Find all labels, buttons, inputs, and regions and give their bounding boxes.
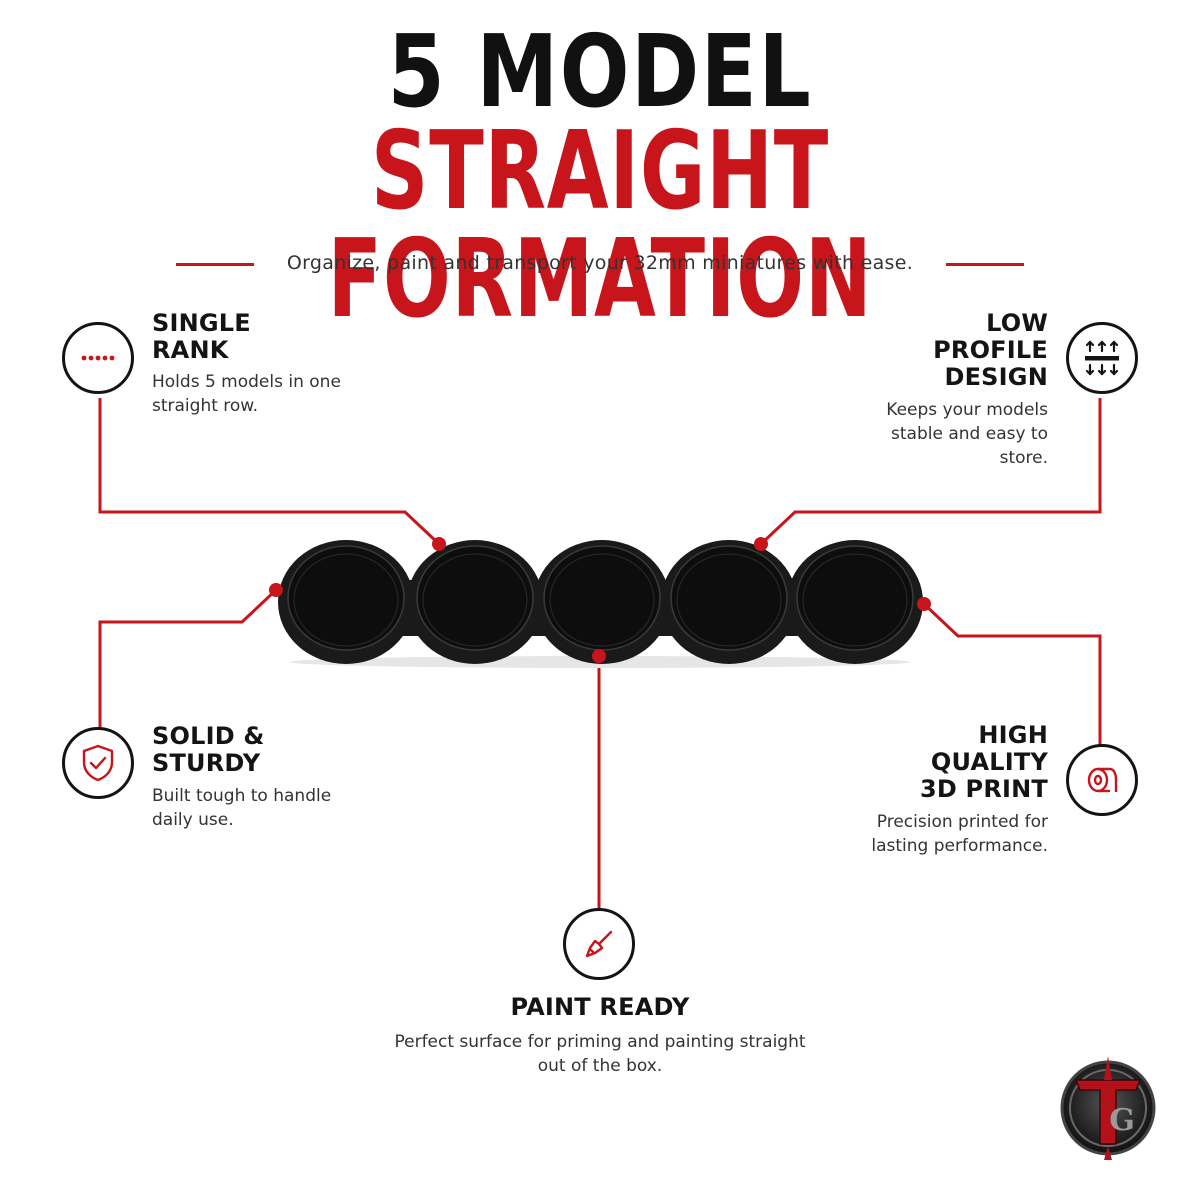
filament-spool-icon	[1066, 744, 1138, 816]
subtitle-left-rule	[176, 263, 254, 266]
dotted-line-icon	[62, 322, 134, 394]
tray-slot-2	[416, 545, 534, 651]
tray-slot-5	[796, 545, 914, 651]
low-profile-desc: Keeps your models stable and easy to sto…	[886, 400, 1048, 468]
solid-sturdy-desc: Built tough to handle daily use.	[152, 786, 332, 830]
connector-solid-sturdy	[98, 588, 278, 730]
connector-low-profile	[759, 398, 1102, 546]
single-rank-title: SINGLE RANK	[152, 309, 251, 364]
connector-lines	[98, 398, 1102, 908]
connector-dots	[269, 537, 931, 663]
single-rank-desc: Holds 5 models in one straight row.	[152, 372, 341, 416]
paintbrush-icon	[563, 908, 635, 980]
solid-sturdy-title: SOLID & STURDY	[152, 722, 265, 777]
high-quality-desc: Precision printed for lasting performanc…	[871, 812, 1048, 856]
paint-ready-desc: Perfect surface for priming and painting…	[394, 1032, 806, 1076]
title-line-1: 5 MODEL	[387, 13, 813, 130]
movement-tray	[278, 540, 923, 668]
svg-text:G: G	[1109, 1103, 1135, 1138]
title-line-2: STRAIGHT FORMATION	[327, 109, 873, 342]
tray-slot-4	[670, 545, 788, 651]
tg-logo: G	[1060, 1056, 1156, 1160]
connector-single-rank	[98, 398, 441, 546]
tray-slot-1	[287, 545, 405, 651]
compress-arrows-icon	[1066, 322, 1138, 394]
subtitle-right-rule	[946, 263, 1024, 266]
connector-high-quality	[922, 602, 1102, 745]
shield-check-icon	[62, 727, 134, 799]
low-profile-title: LOW PROFILE DESIGN	[933, 309, 1048, 391]
subtitle: Organize, paint and transport your 32mm …	[286, 252, 914, 274]
paint-ready-title: PAINT READY	[510, 993, 690, 1021]
high-quality-title: HIGH QUALITY 3D PRINT	[919, 721, 1048, 803]
tray-slot-3	[543, 545, 661, 651]
